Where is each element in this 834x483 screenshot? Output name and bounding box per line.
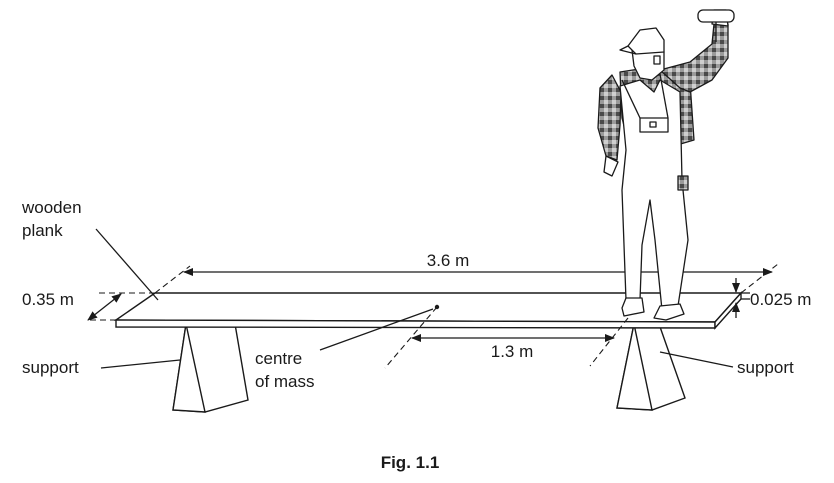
thickness-label: 0.025 m <box>750 290 811 309</box>
support-left-label: support <box>22 358 79 377</box>
support-left-shape <box>172 323 249 413</box>
support-extension <box>589 317 629 367</box>
figure-caption: Fig. 1.1 <box>381 453 440 472</box>
length-extension-right <box>740 263 779 294</box>
com-label-line1: centre <box>255 349 302 368</box>
plank-label-line1: wooden <box>21 198 82 217</box>
support-right-label: support <box>737 358 794 377</box>
width-dimension-arrow <box>87 293 122 321</box>
support-right-leader <box>659 351 734 368</box>
distance-label: 1.3 m <box>491 342 534 361</box>
painter-figure <box>597 9 735 321</box>
plank-label-line2: plank <box>22 221 63 240</box>
length-label: 3.6 m <box>427 251 470 270</box>
length-extension-left <box>154 265 191 294</box>
com-leader-line <box>319 308 434 351</box>
support-right-shape <box>616 323 686 411</box>
support-left-leader <box>100 359 181 369</box>
com-label-line2: of mass <box>255 372 315 391</box>
plank-leader-line <box>95 228 159 301</box>
width-label: 0.35 m <box>22 290 74 309</box>
